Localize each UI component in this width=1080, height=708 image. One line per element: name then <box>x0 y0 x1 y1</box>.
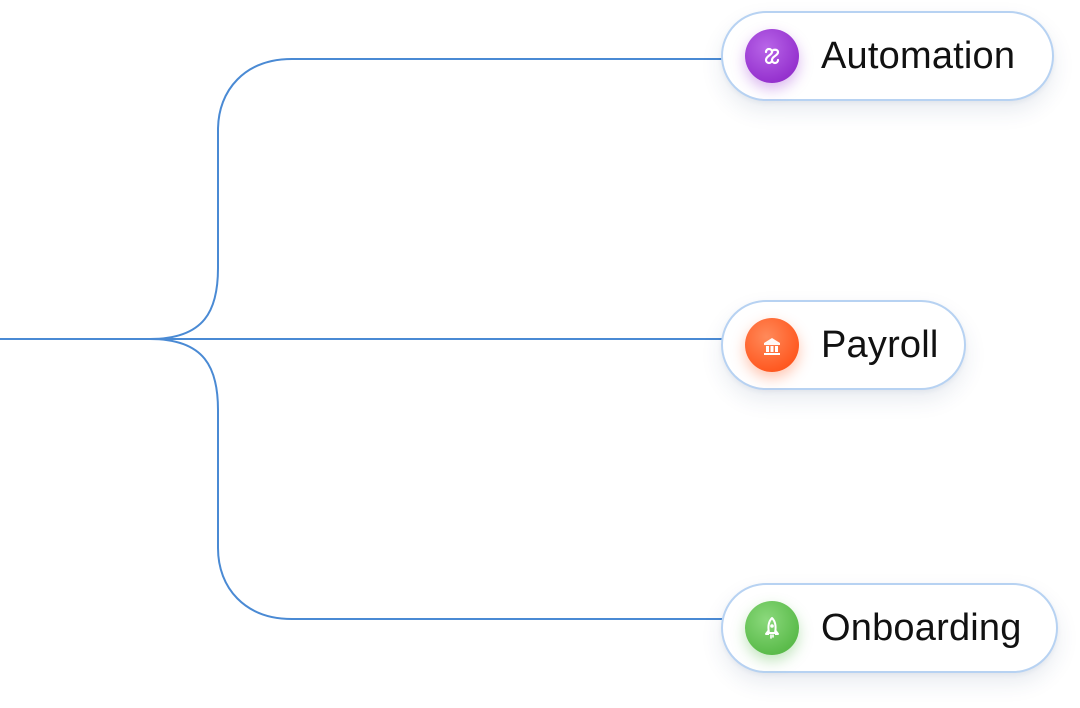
payroll-icon <box>745 318 799 372</box>
branch-onboarding <box>149 338 722 620</box>
rocket-icon <box>745 601 799 655</box>
onboarding-node[interactable]: Onboarding <box>721 583 1058 673</box>
payroll-node[interactable]: Payroll <box>721 300 966 390</box>
onboarding-label: Onboarding <box>821 606 1022 649</box>
automation-label: Automation <box>821 34 1016 77</box>
payroll-label: Payroll <box>821 323 939 366</box>
automation-icon <box>745 29 799 83</box>
branch-automation <box>149 58 722 340</box>
automation-node[interactable]: Automation <box>721 11 1054 101</box>
